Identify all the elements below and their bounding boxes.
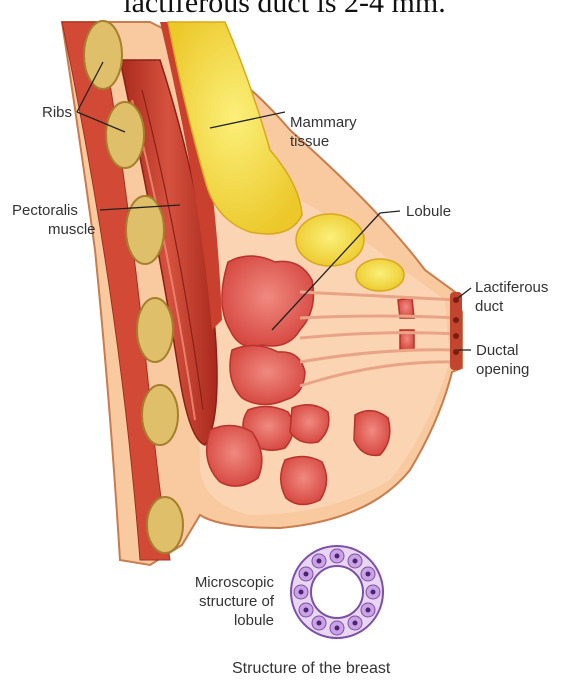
label-ductal-opening: Ductal opening xyxy=(476,341,529,379)
label-lobule: Lobule xyxy=(406,202,451,221)
label-pectoralis-muscle: Pectoralis muscle xyxy=(12,201,96,239)
label-mammary-tissue: Mammary tissue xyxy=(290,113,357,151)
microscopic-lobule xyxy=(291,546,383,638)
label-lactiferous-duct: Lactiferous duct xyxy=(475,278,548,316)
label-ribs: Ribs xyxy=(42,103,72,122)
figure-caption: Structure of the breast xyxy=(232,660,390,678)
label-microscopic-lobule: Microscopic structure of lobule xyxy=(156,573,274,630)
nipple xyxy=(450,292,462,370)
